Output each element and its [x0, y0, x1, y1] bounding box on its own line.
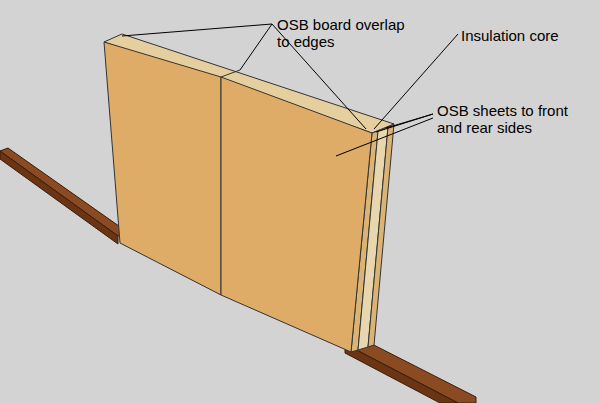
- callout-label: Insulation core: [461, 27, 591, 44]
- callout-label: OSB sheets to front and rear sides: [437, 102, 595, 136]
- panel: [104, 34, 394, 352]
- callout-label: OSB board overlap to edges: [277, 16, 407, 50]
